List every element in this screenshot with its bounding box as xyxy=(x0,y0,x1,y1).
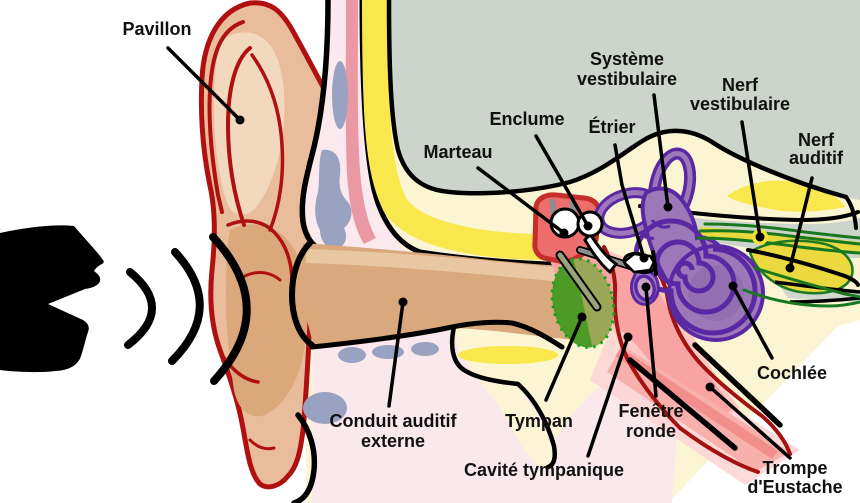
cartilage-blob-below-1 xyxy=(338,347,366,363)
leader-conduit xyxy=(387,300,405,408)
yellow-under-canal xyxy=(458,346,558,364)
bone-yellow-band xyxy=(362,0,561,261)
cochlea-inner-shade xyxy=(688,265,744,321)
bone-contour-mid xyxy=(746,248,860,287)
sound-wave-3 xyxy=(209,233,251,385)
leader-cavite xyxy=(586,335,630,458)
leader-lines-group xyxy=(166,46,814,460)
label-fenetre-ronde-1: Fenêtre xyxy=(618,401,683,421)
label-enclume: Enclume xyxy=(489,109,564,129)
dot-trompe xyxy=(705,382,715,392)
tube-black-line-upper xyxy=(692,342,783,428)
dot-cochlee xyxy=(728,281,738,291)
dot-marteau xyxy=(559,228,569,238)
leader-nerf-vestibulaire xyxy=(740,120,762,239)
leader-dots-group xyxy=(235,115,795,392)
dot-enclume xyxy=(583,221,593,231)
label-fenetre-ronde-2: ronde xyxy=(626,421,676,441)
label-conduit-2: externe xyxy=(361,431,425,451)
cranial-boundary-outline xyxy=(386,0,849,200)
dot-fenetre xyxy=(641,282,651,292)
lower-pink-region-left xyxy=(312,328,566,503)
leader-cochlee xyxy=(731,284,774,360)
leader-etrier xyxy=(613,143,646,260)
malleus-handle xyxy=(557,252,600,310)
tympan-group xyxy=(550,257,616,349)
bone-wedge-under-canal xyxy=(455,328,553,467)
sound-waves-group xyxy=(124,233,251,385)
bone-contour-low2 xyxy=(789,296,860,304)
leader-nerf-auditif xyxy=(788,176,814,270)
ear-canal-highlight xyxy=(305,249,573,283)
nerve-line-5 xyxy=(742,288,860,308)
pinna-concha-shadow xyxy=(226,224,308,417)
dot-nerf-auditif xyxy=(785,263,795,273)
lobe-back-outline xyxy=(291,412,318,503)
concha-curve-1 xyxy=(226,219,294,284)
ear-canal-bottom-outline xyxy=(309,319,565,350)
leader-systeme-vestibulaire xyxy=(652,93,670,209)
leader-enclume xyxy=(534,134,590,228)
sound-wave-2 xyxy=(168,248,204,365)
vestibule-detail-2 xyxy=(638,231,655,240)
label-cavite-tympanique: Cavité tympanique xyxy=(464,460,624,480)
nerve-yellow-band xyxy=(699,227,860,252)
label-etrier: Étrier xyxy=(588,116,635,137)
leader-fenetre xyxy=(644,286,658,398)
label-nerf-vestibulaire-1: Nerf xyxy=(722,75,759,95)
stapes-footplate xyxy=(651,250,658,276)
leader-trompe xyxy=(708,385,792,460)
label-cochlee: Cochlée xyxy=(757,363,827,383)
vestibule-detail-1 xyxy=(650,219,671,229)
dot-etrier xyxy=(639,253,649,263)
label-nerf-auditif-1: Nerf xyxy=(798,130,835,150)
cartilage-blob-top xyxy=(332,61,348,129)
canal-entrance-outline xyxy=(288,240,315,348)
incus-process xyxy=(583,231,619,275)
dot-systeme-vestibulaire xyxy=(663,202,673,212)
label-pavillon: Pavillon xyxy=(122,19,191,39)
nerve-line-2 xyxy=(698,229,860,246)
cochlea-spiral xyxy=(633,218,758,336)
cartilage-blob-lobe xyxy=(303,392,347,424)
dot-pavillon xyxy=(235,115,245,125)
pinna-group xyxy=(198,0,334,490)
sound-wave-1 xyxy=(124,268,156,349)
label-nerf-auditif-2: auditif xyxy=(789,148,844,168)
lobe-curve xyxy=(220,353,260,384)
skin-rose-stripe xyxy=(345,0,376,244)
lobe-curve-2 xyxy=(248,438,276,451)
dot-nerf-vestibulaire xyxy=(755,232,765,242)
labels-group: Pavillon Système vestibulaire Enclume Ét… xyxy=(122,19,844,497)
leader-tympan xyxy=(544,315,584,402)
label-tympan: Tympan xyxy=(505,411,573,431)
dot-cavite xyxy=(623,332,633,342)
bone-contour-right xyxy=(844,195,858,230)
tube-black-line-lower xyxy=(627,357,738,451)
cartilage-blob-mid xyxy=(315,149,352,249)
leader-pavillon xyxy=(166,46,242,122)
bone-wedge-outline xyxy=(449,324,557,470)
label-systeme-vestibulaire-1: Système xyxy=(590,49,664,69)
label-marteau: Marteau xyxy=(423,142,492,162)
dot-tympan xyxy=(577,312,587,322)
antihelix-curve-2 xyxy=(250,53,285,232)
antihelix-curve-1 xyxy=(225,46,252,227)
white-corner xyxy=(700,326,860,503)
speaking-head-silhouette xyxy=(0,225,104,373)
tympan-green-half xyxy=(552,258,593,348)
nerve-yellow-blob xyxy=(748,239,854,295)
label-conduit-1: Conduit auditif xyxy=(330,411,458,431)
leader-marteau xyxy=(476,166,566,235)
cartilage-blob-below-3 xyxy=(411,342,439,356)
nerve-line-4 xyxy=(753,266,860,299)
label-trompe-1: Trompe xyxy=(762,458,827,478)
label-trompe-2: d'Eustache xyxy=(747,477,842,497)
dot-conduit xyxy=(398,297,408,307)
cartilage-blob-below-2 xyxy=(372,345,404,359)
ear-canal-group xyxy=(288,240,578,503)
label-systeme-vestibulaire-2: vestibulaire xyxy=(577,69,677,89)
label-nerf-vestibulaire-2: vestibulaire xyxy=(690,94,790,114)
